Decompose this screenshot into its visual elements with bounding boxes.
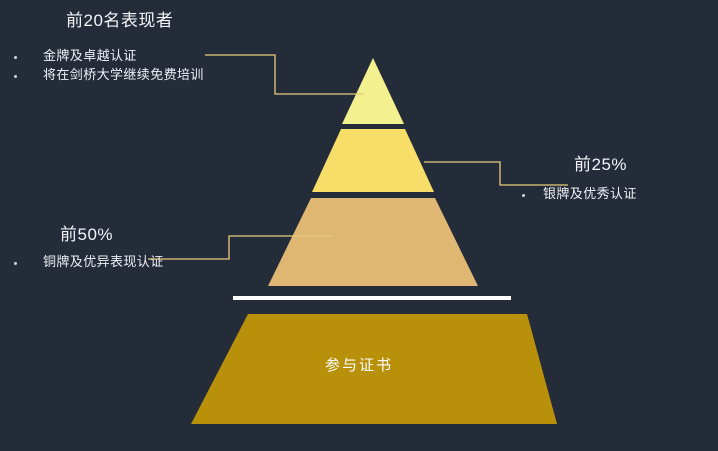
pyramid-tier-3-bronze[interactable] [268, 198, 478, 286]
list-item: 金牌及卓越认证 [14, 47, 344, 65]
callout-right-bullets: 银牌及优秀认证 [522, 185, 712, 203]
callout-top-50-percent: 前50% 铜牌及优异表现认证 [14, 225, 244, 272]
bullet-dot-icon [522, 194, 525, 198]
connector-line-top [205, 54, 364, 95]
callout-left-bullets: 铜牌及优异表现认证 [14, 253, 244, 271]
callout-top-bullet-1: 金牌及卓越认证 [43, 48, 137, 64]
connector-line-right [424, 161, 568, 186]
pyramid-tier-1-gold[interactable] [342, 58, 404, 124]
callout-right-title: 前25% [574, 155, 628, 174]
callout-top-bullet-2: 将在剑桥大学继续免费培训 [43, 66, 204, 82]
callout-top-25-percent: 前25% 银牌及优秀认证 [522, 155, 712, 204]
callout-top-title: 前20名表现者 [66, 11, 174, 30]
bullet-dot-icon [14, 74, 17, 78]
pyramid-tier-2-silver[interactable] [312, 129, 434, 192]
callout-top-bullets: 金牌及卓越认证 将在剑桥大学继续免费培训 [14, 47, 344, 84]
bullet-dot-icon [14, 262, 17, 266]
participation-band[interactable] [191, 314, 557, 424]
connector-line-left [148, 235, 332, 260]
callout-left-title: 前50% [60, 225, 114, 244]
list-item: 将在剑桥大学继续免费培训 [14, 66, 344, 84]
callout-right-bullet-1: 银牌及优秀认证 [543, 186, 637, 202]
white-divider-line [233, 296, 511, 300]
list-item: 铜牌及优异表现认证 [14, 253, 244, 271]
callout-left-bullet-1: 铜牌及优异表现认证 [43, 254, 164, 270]
bullet-dot-icon [14, 56, 17, 60]
callout-top-performers: 前20名表现者 金牌及卓越认证 将在剑桥大学继续免费培训 [14, 11, 344, 84]
list-item: 银牌及优秀认证 [522, 185, 712, 203]
